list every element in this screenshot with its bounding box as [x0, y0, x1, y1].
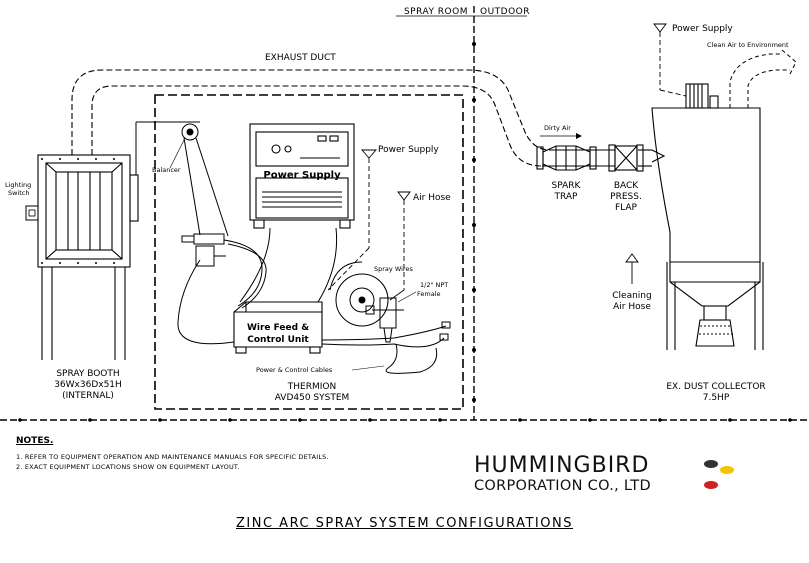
drawing-title-text: ZINC ARC SPRAY SYSTEM CONFIGURATIONS [236, 516, 573, 531]
zone-outdoor-label: OUTDOOR [480, 7, 530, 17]
logo-yellow-dot [720, 466, 734, 474]
booth-note: (INTERNAL) [62, 391, 114, 401]
note-item: 1. REFER TO EQUIPMENT OPERATION AND MAIN… [16, 453, 329, 461]
flap-label-1: BACK [614, 181, 639, 191]
wire-feed-unit [233, 301, 323, 354]
collector-power-feed [653, 23, 687, 97]
cleaning-label-1: Cleaning [612, 291, 651, 301]
air-hose-label: Air Hose [413, 193, 451, 203]
spark-trap-label-2: TRAP [554, 192, 579, 202]
power-supply-feed [327, 149, 377, 291]
power-supply-face-label: Power Supply [263, 170, 341, 181]
spray-booth [37, 154, 139, 360]
balancer [135, 121, 229, 237]
dust-collector [651, 83, 764, 350]
brand-subtitle: CORPORATION CO., LTD [474, 478, 651, 494]
air-hose [389, 191, 411, 301]
balancer-label: Balancer [152, 166, 181, 174]
cables [177, 227, 451, 374]
exhaust-duct-label: EXHAUST DUCT [265, 53, 336, 63]
clean-air-outlet [729, 49, 797, 108]
outdoor-duct [542, 149, 652, 167]
notes-title: NOTES. [16, 436, 54, 446]
system-model: AVD450 SYSTEM [275, 393, 350, 403]
notes-section: NOTES. 1. REFER TO EQUIPMENT OPERATION A… [16, 436, 416, 472]
power-supply-label: Power Supply [378, 145, 439, 155]
system-name: THERMION [287, 382, 336, 392]
wire-feed-label-1: Wire Feed & [247, 323, 309, 333]
spark-trap-label-1: SPARK [552, 181, 582, 191]
air-filter [365, 297, 404, 343]
system-boundary [154, 94, 464, 410]
power-supply-unit [249, 123, 355, 229]
back-pressure-flap [608, 144, 644, 172]
spark-trap [536, 145, 597, 171]
cables-label: Power & Control Cables [256, 366, 333, 374]
lighting-switch-label-1: Lighting [5, 181, 31, 189]
zone-spray-room-label: SPRAY ROOM [404, 7, 468, 17]
lighting-switch-label-2: Switch [8, 189, 30, 197]
note-item: 2. EXACT EQUIPMENT LOCATIONS SHOW ON EQU… [16, 463, 240, 471]
zone-divider [0, 6, 809, 422]
exhaust-duct [71, 69, 551, 167]
cleaning-air-feed [625, 253, 639, 284]
company-logo: HUMMINGBIRD CORPORATION CO., LTD [474, 453, 774, 503]
flap-label-2: PRESS. [610, 192, 642, 202]
clean-air-label: Clean Air to Environment [707, 41, 789, 49]
brand-name: HUMMINGBIRD [474, 453, 650, 478]
collector-power: 7.5HP [703, 393, 730, 403]
npt-label-2: Female [417, 290, 441, 298]
collector-title: EX. DUST COLLECTOR [666, 382, 765, 392]
logo-dark-dot [704, 460, 718, 468]
collector-power-label: Power Supply [672, 24, 733, 34]
drawing-title: ZINC ARC SPRAY SYSTEM CONFIGURATIONS [0, 516, 809, 531]
cleaning-label-2: Air Hose [613, 302, 651, 312]
spray-wires-label: Spray Wires [374, 265, 413, 273]
lighting-switch-box [25, 205, 39, 221]
wire-feed-label-2: Control Unit [247, 335, 309, 345]
dirty-air-label: Dirty Air [544, 124, 571, 132]
logo-red-dot [704, 481, 718, 489]
booth-size: 36Wx36Dx51H [54, 380, 122, 390]
wire-spool [329, 261, 389, 327]
spray-gun [181, 233, 226, 267]
booth-title: SPRAY BOOTH [56, 369, 119, 379]
npt-label-1: 1/2" NPT [420, 281, 448, 289]
flap-label-3: FLAP [615, 203, 638, 213]
